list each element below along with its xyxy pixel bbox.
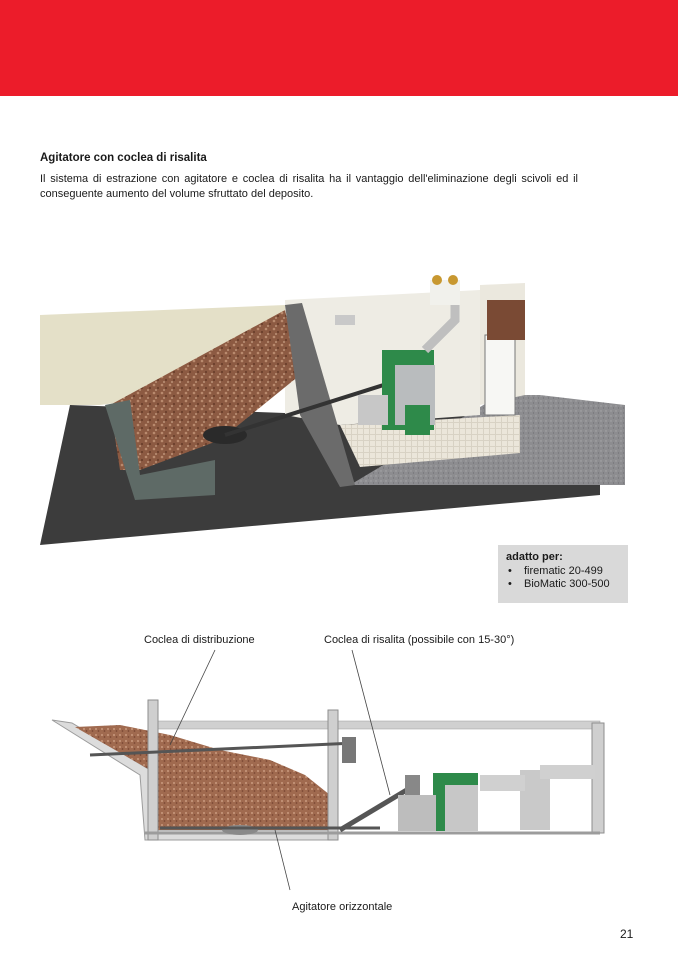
- exhaust-duct: [540, 765, 595, 779]
- riser-motor: [405, 775, 420, 795]
- vent-grille: [335, 315, 355, 325]
- suitability-item: BioMatic 300-500: [506, 578, 620, 591]
- label-horizontal-agitator: Agitatore orizzontale: [292, 901, 392, 913]
- intro-paragraph: Il sistema di estrazione con agitatore e…: [40, 173, 578, 200]
- suitability-list: firematic 20-499 BioMatic 300-500: [506, 565, 620, 591]
- distribution-auger: [89, 741, 356, 757]
- suitability-box: adatto per: firematic 20-499 BioMatic 30…: [498, 545, 628, 603]
- label-distribution-auger: Coclea di distribuzione: [144, 634, 255, 646]
- boiler-panel: [445, 785, 478, 831]
- label-riser-auger: Coclea di risalita (possibile con 15-30°…: [324, 634, 514, 646]
- pit-wall: [105, 400, 215, 500]
- flue-duct: [480, 775, 525, 791]
- pillar-left: [147, 699, 159, 841]
- feed-unit: [358, 395, 388, 425]
- auger-motor: [342, 737, 356, 763]
- storage-room-illustration: [40, 275, 625, 545]
- door-frame: [487, 300, 525, 340]
- ash-box: [405, 405, 430, 435]
- woodchip-pile: [110, 310, 300, 470]
- suitability-item: firematic 20-499: [506, 565, 620, 578]
- auger: [224, 381, 391, 437]
- pillar-mid: [327, 709, 339, 841]
- page-number: 21: [620, 927, 634, 941]
- feeder-unit: [398, 795, 436, 831]
- suitability-title: adatto per:: [506, 551, 563, 563]
- ceiling-beam: [149, 720, 601, 730]
- woodchip-pile-section: [75, 725, 330, 830]
- riser-auger: [338, 782, 417, 833]
- section-heading: Agitatore con coclea di risalita: [40, 152, 207, 164]
- flue-pipe: [421, 300, 460, 354]
- door: [484, 334, 516, 416]
- divider-wall: [285, 303, 355, 487]
- cross-section-diagram: Coclea di distribuzione Coclea di risali…: [51, 634, 605, 913]
- header-banner: [0, 0, 678, 96]
